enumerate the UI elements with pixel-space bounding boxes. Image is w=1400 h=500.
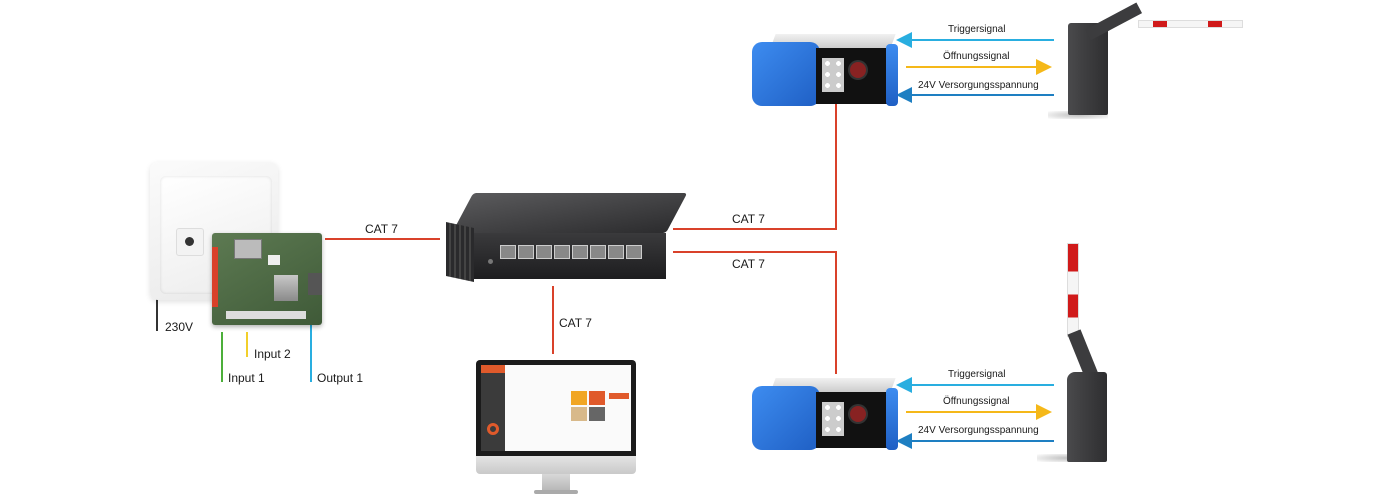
signal-power-bottom-label: 24V Versorgungsspannung [918, 425, 1039, 436]
signal-power-top-label: 24V Versorgungsspannung [918, 80, 1039, 91]
controller-enclosure [150, 162, 278, 300]
cat7-switch-camera-top-label: CAT 7 [732, 212, 765, 226]
screen-tile-4 [589, 407, 605, 421]
screen-tile-2 [589, 391, 605, 405]
barrier-cabinet [1067, 372, 1107, 462]
input-1-label: Input 1 [228, 371, 265, 385]
camera-body [752, 42, 820, 106]
qr-label [268, 255, 280, 265]
monitor-screen [481, 365, 631, 451]
monitor [476, 358, 636, 498]
cat7-switch-camera-bottom-label: CAT 7 [732, 257, 765, 271]
signal-trigger-top-label: Triggersignal [948, 24, 1006, 35]
monitor-stand [542, 474, 570, 490]
input-2-label: Input 2 [254, 347, 291, 361]
signal-opening-bottom-label: Öffnungssignal [943, 396, 1010, 407]
cable-switch-camera-bottom [673, 251, 837, 374]
screen-tile-3 [571, 407, 587, 421]
controller-board [212, 233, 322, 325]
screen-sidebar [481, 365, 505, 451]
monitor-base [534, 490, 578, 494]
camera-top [752, 28, 902, 108]
camera-bottom [752, 372, 902, 452]
ethernet-port [274, 275, 298, 301]
barrier-cabinet [1068, 23, 1108, 115]
barrier-top [1048, 2, 1250, 120]
camera-bracket [886, 44, 898, 106]
camera-body [752, 386, 820, 450]
output-1-label: Output 1 [317, 371, 364, 385]
camera-lens [850, 406, 866, 422]
camera-bracket [886, 388, 898, 450]
screen-highlight [609, 393, 629, 399]
barrier-arm [1067, 243, 1079, 337]
enclosure-lock-icon [176, 228, 204, 256]
cat7-switch-monitor-label: CAT 7 [559, 316, 592, 330]
camera-lens [850, 62, 866, 78]
switch-led [488, 259, 493, 264]
switch-ports [500, 245, 642, 259]
power-230v-label: 230V [165, 320, 194, 334]
barrier-shadow [1048, 111, 1108, 119]
monitor-chin [476, 456, 636, 474]
switch-side [446, 222, 474, 282]
camera-ir-leds [822, 58, 844, 92]
cable-switch-camera-top [673, 104, 837, 230]
usb-port [308, 273, 322, 295]
signal-trigger-bottom-label: Triggersignal [948, 369, 1006, 380]
terminal-block [212, 247, 218, 307]
barrier-arm [1138, 20, 1243, 28]
screen-tile-1 [571, 391, 587, 405]
screen-chart [487, 423, 499, 435]
signal-opening-top-label: Öffnungssignal [943, 51, 1010, 62]
switch-top [452, 193, 688, 233]
network-switch [446, 193, 688, 287]
barrier-bottom [1037, 240, 1115, 465]
cat7-controller-switch-label: CAT 7 [365, 222, 398, 236]
connector-strip [226, 311, 306, 319]
camera-ir-leds [822, 402, 844, 436]
sd-card-slot [234, 239, 262, 259]
